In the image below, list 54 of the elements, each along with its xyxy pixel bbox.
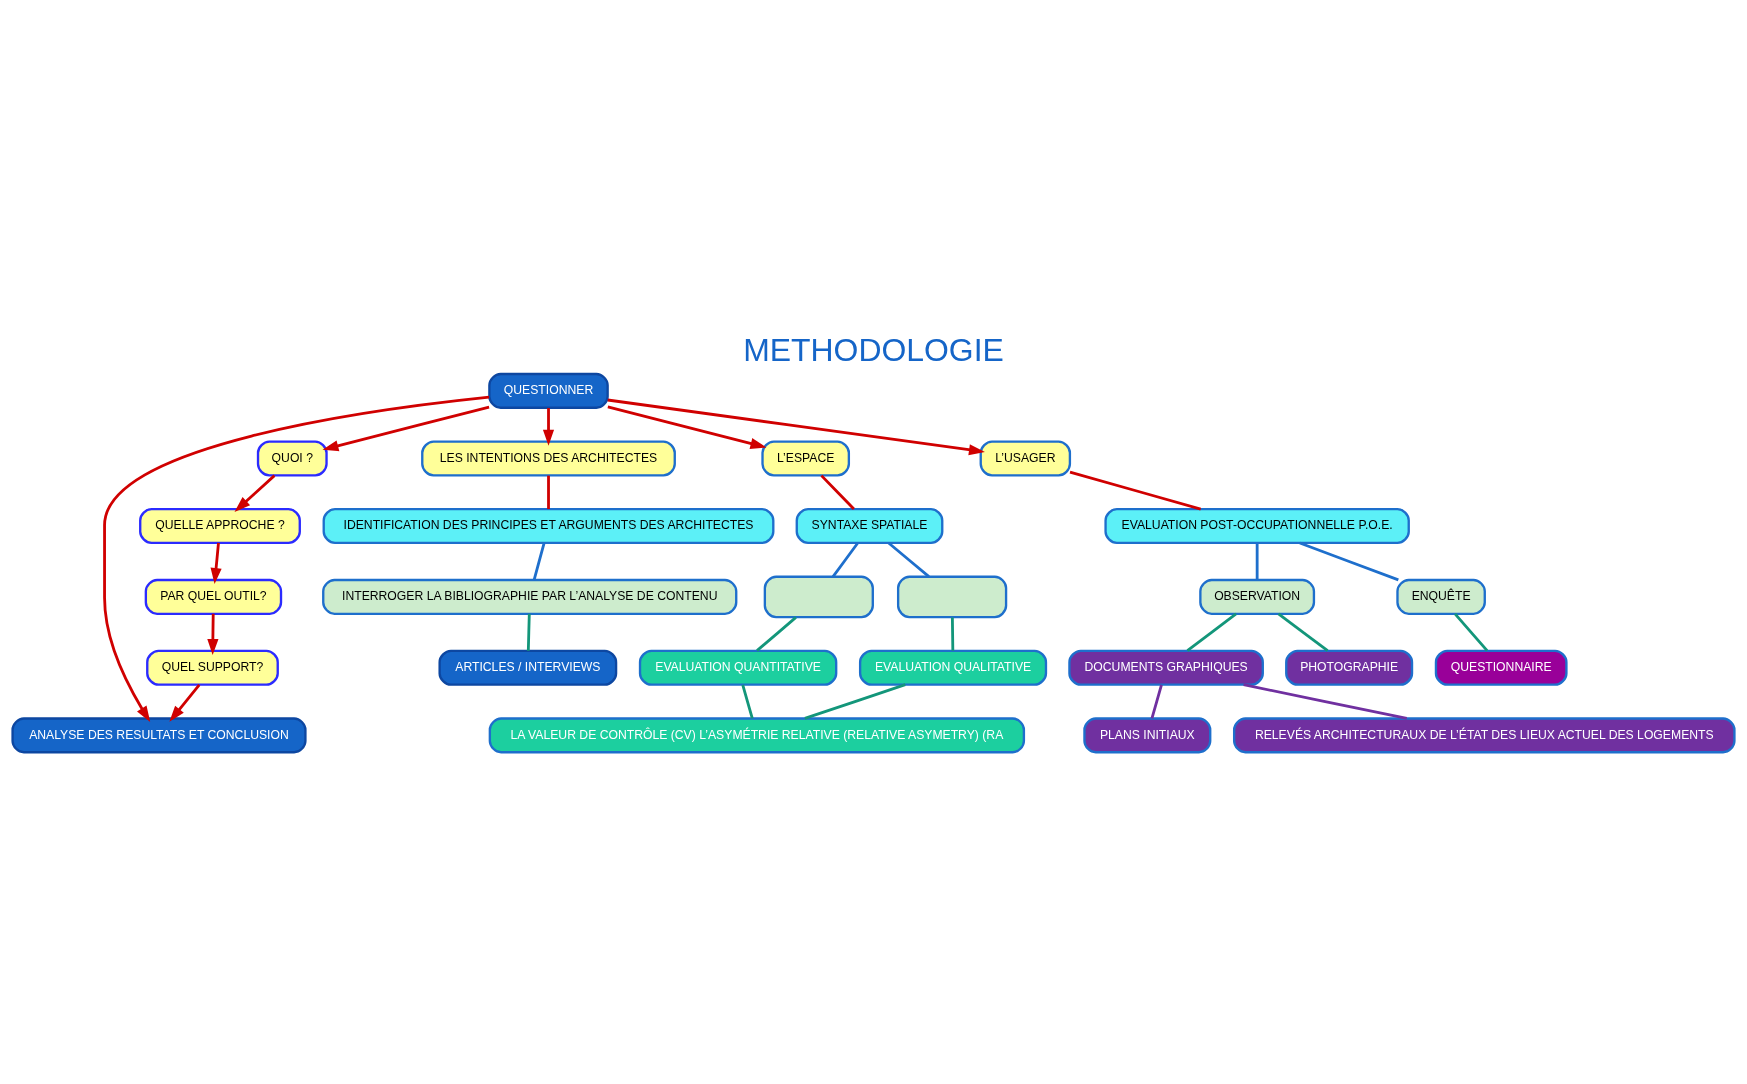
connector	[1277, 612, 1329, 652]
connector	[831, 542, 859, 578]
connector	[804, 683, 906, 720]
connector	[1299, 541, 1399, 582]
arrow	[103, 395, 490, 723]
connector	[547, 475, 550, 510]
node-box: OBSERVATION	[1199, 578, 1316, 615]
node-box: EVALUATION QUANTITATIVE	[638, 649, 838, 686]
node-box: EVALUATION QUALITATIVE	[858, 649, 1048, 686]
node-box: RELEVÉS ARCHITECTURAUX DE L’ÉTAT DES LIEUX ACTUEL DES LOGEMENTS	[1233, 717, 1736, 754]
node-box	[763, 575, 874, 619]
arrow	[169, 684, 201, 722]
node-box: SYNTAXE SPATIALE	[795, 507, 944, 545]
connector	[1150, 684, 1163, 719]
arrow	[234, 474, 276, 512]
node-box: ANALYSE DES RESULTATS ET CONCLUSION	[11, 717, 307, 754]
node-box: LES INTENTIONS DES ARCHITECTES	[421, 440, 676, 477]
node-box: EVALUATION POST-OCCUPATIONNELLE P.O.E.	[1104, 507, 1410, 545]
node-box: INTERROGER LA BIBLIOGRAPHIE PAR L’ANALYSE DE CONTENU	[322, 578, 738, 615]
connector	[1243, 683, 1408, 720]
arrow	[322, 405, 490, 452]
node-box: ENQUÊTE	[1396, 578, 1486, 615]
node-box: QUOI ?	[256, 440, 328, 477]
connector	[820, 474, 855, 511]
connector	[526, 613, 531, 651]
arrow	[207, 613, 219, 655]
connector	[756, 616, 797, 652]
arrow	[210, 542, 222, 585]
node-box: IDENTIFICATION DES PRINCIPES ET ARGUMENTS DES ARCHITECTES	[322, 507, 775, 545]
node-box: QUESTIONNAIRE	[1434, 649, 1568, 686]
node-box: QUEL SUPPORT?	[146, 649, 279, 686]
node-box: L’USAGER	[979, 440, 1072, 477]
connector	[950, 617, 955, 651]
node-box: LA VALEUR DE CONTRÔLE (CV) L’ASYMÉTRIE RELATIVE (RELATIVE ASYMETRY) (RA	[488, 717, 1026, 754]
connector	[532, 542, 546, 581]
connector	[741, 684, 754, 719]
arrow	[607, 398, 985, 456]
arrow	[607, 405, 767, 449]
node-box: PHOTOGRAPHIE	[1285, 649, 1414, 686]
node-box: QUELLE APPROCHE ?	[139, 507, 301, 545]
node-box: QUESTIONNER	[488, 372, 609, 409]
connector	[1255, 543, 1259, 580]
arrow	[542, 408, 555, 446]
connector	[1186, 612, 1237, 652]
node-box: L’ESPACE	[761, 440, 851, 477]
connector	[1069, 470, 1202, 511]
node-box: DOCUMENTS GRAPHIQUES	[1068, 649, 1264, 686]
node-box	[896, 575, 1008, 619]
connector	[1454, 612, 1489, 652]
connector	[887, 541, 930, 578]
diagram-title: METHODOLOGIE	[743, 332, 1004, 369]
node-box: PAR QUEL OUTIL?	[144, 578, 283, 615]
node-box: PLANS INITIAUX	[1083, 717, 1212, 754]
node-box: ARTICLES / INTERVIEWS	[438, 649, 618, 686]
